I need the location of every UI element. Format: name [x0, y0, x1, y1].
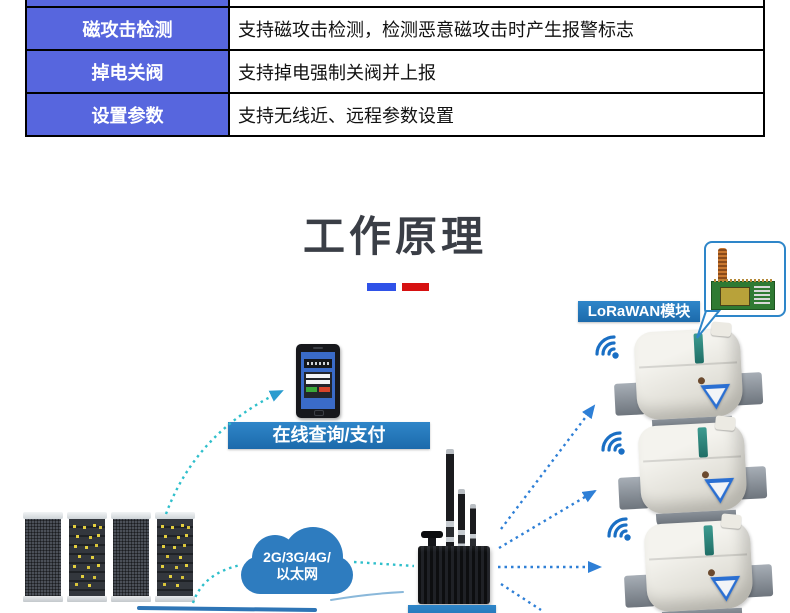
table-cell-feature: 磁攻击检测 — [27, 8, 228, 49]
underline-swoosh — [137, 606, 317, 612]
rack-cap — [155, 512, 195, 519]
link-cloud-to-gateway — [353, 560, 415, 568]
circuit-board — [711, 279, 775, 310]
lorawan-gateway — [418, 546, 490, 604]
pin-header — [754, 286, 770, 304]
wifi-signal-icon — [601, 431, 625, 455]
link-gateway-to-meter1 — [500, 404, 596, 530]
meter-display-strip — [703, 525, 715, 556]
table-cell-description: 支持掉电强制关阀并上报 — [230, 51, 763, 92]
chip — [720, 287, 750, 306]
gateway-antenna — [446, 449, 454, 549]
form-field — [306, 374, 330, 378]
coil-antenna-icon — [718, 248, 727, 285]
gateway-antenna — [470, 504, 476, 552]
server-rack — [111, 512, 151, 602]
rack-cap — [67, 512, 107, 519]
gateway-antenna — [458, 489, 465, 551]
phone-speaker — [313, 347, 323, 349]
cloud-label: 2G/3G/4G/ 以太网 — [241, 549, 353, 583]
table-cell-description: 支持磁攻击检测，检测恶意磁攻击时产生报警标志 — [230, 8, 763, 49]
meter-handle — [710, 321, 732, 338]
rack-mesh-panel — [25, 519, 61, 596]
link-gateway-to-meter2 — [498, 489, 597, 550]
phone-home-button — [314, 410, 324, 416]
rack-base — [155, 596, 195, 602]
network-cloud-icon — [241, 527, 353, 594]
payment-form — [304, 372, 332, 398]
spec-table: 磁攻击检测 支持磁攻击检测，检测恶意磁攻击时产生报警标志 掉电关阀 支持掉电强制… — [25, 0, 765, 137]
phone-screen — [301, 352, 335, 409]
rack-led-lights — [161, 525, 164, 528]
rack-led-lights — [73, 525, 76, 528]
table-cell-feature-partial — [27, 0, 228, 6]
link-racks-to-phone — [164, 389, 284, 515]
underline-swoosh-faint — [330, 591, 404, 601]
smartphone — [296, 344, 340, 418]
brand-badge — [704, 477, 736, 505]
brand-badge — [710, 575, 742, 603]
rack-mesh-panel — [113, 519, 149, 596]
server-rack — [155, 512, 195, 602]
smart-water-meter — [619, 513, 777, 613]
meter-display-strip — [693, 333, 705, 364]
cloud-label-line2: 以太网 — [276, 566, 318, 582]
phone-caption-bar: 在线查询/支付 — [228, 422, 430, 449]
server-racks — [23, 512, 195, 602]
title-accent-red — [402, 283, 429, 291]
page-title: 工作原理 — [302, 213, 487, 260]
pay-button-mini — [319, 387, 330, 392]
meter-reading-display — [304, 359, 332, 368]
table-cell-feature: 设置参数 — [27, 94, 228, 135]
title-accent-blue — [367, 283, 396, 291]
table-cell-desc-partial — [230, 0, 763, 6]
gateway-knob — [421, 531, 443, 548]
rack-cap — [111, 512, 151, 519]
server-rack — [23, 512, 63, 602]
rack-base — [67, 596, 107, 602]
link-racks-to-cloud — [191, 563, 242, 604]
rack-server-panel — [69, 519, 105, 596]
form-field — [306, 380, 330, 384]
cloud-label-line1: 2G/3G/4G/ — [263, 549, 331, 565]
rack-base — [111, 596, 151, 602]
confirm-button-mini — [306, 387, 317, 392]
meter-handle — [720, 513, 742, 530]
rack-server-panel — [157, 519, 193, 596]
meter-display-strip — [697, 427, 709, 458]
gateway-caption-bar — [408, 605, 496, 613]
meter-handle — [714, 415, 736, 432]
rack-base — [23, 596, 63, 602]
module-caption-bar: LoRaWAN模块 — [578, 301, 700, 322]
server-rack — [67, 512, 107, 602]
link-gateway-down — [500, 582, 542, 612]
table-cell-description: 支持无线近、远程参数设置 — [230, 94, 763, 135]
rack-cap — [23, 512, 63, 519]
brand-badge — [700, 383, 732, 411]
wifi-signal-icon — [595, 335, 619, 359]
wifi-signal-icon — [607, 517, 631, 541]
table-cell-feature: 掉电关阀 — [27, 51, 228, 92]
lorawan-module-photo — [704, 241, 786, 317]
